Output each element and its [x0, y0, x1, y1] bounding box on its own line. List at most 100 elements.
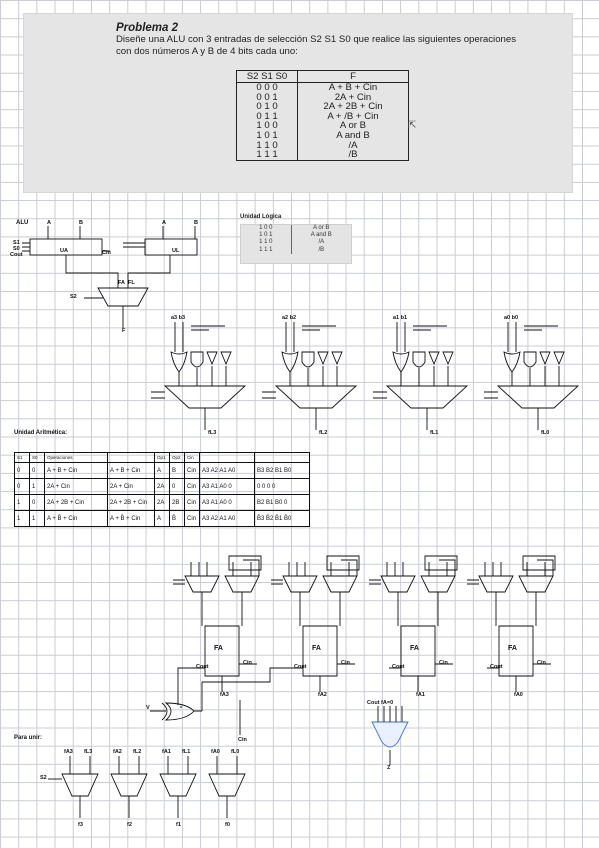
- and-gate: [190, 351, 204, 368]
- mux-fa-label: FA: [118, 280, 126, 286]
- mux-inputs: [288, 559, 358, 576]
- cin0-label: Cin: [537, 660, 546, 666]
- cin-label: Cin: [102, 250, 111, 256]
- mouse-cursor-icon: ⇱: [408, 120, 417, 131]
- alu-side-wires: [22, 242, 145, 252]
- row-op: A + B + Cin: [328, 82, 378, 93]
- problem-photo: Problema 2 Diseñe una ALU con 3 entradas…: [24, 14, 572, 192]
- cout1-label: Cout: [392, 664, 405, 670]
- or-gate: [392, 351, 410, 373]
- logic-slices: [151, 322, 580, 430]
- row-op: A and B: [336, 129, 370, 141]
- zero-gate-body: [371, 721, 409, 748]
- mux-to-fa: [201, 592, 243, 626]
- cin2-label: Cin: [341, 660, 350, 666]
- slice-input-wires: [174, 322, 225, 352]
- table-row: S1 S0 Operaciones Op1 Op2 Cin: [14, 452, 310, 463]
- z-inputs-label: Cout fA=0: [367, 700, 394, 706]
- and-gate: [412, 351, 426, 368]
- cout2-label: Cout: [294, 664, 307, 670]
- table-header-f: F: [297, 70, 409, 83]
- slice-mux-wires: [373, 391, 428, 430]
- row-op: 2A + 2B + Cin: [323, 101, 383, 113]
- cin3-label: Cin: [243, 660, 252, 666]
- logic-out2-label: fL2: [319, 430, 328, 436]
- alu-to-mux-wires: [65, 255, 171, 288]
- problem-title: Problema 2: [116, 22, 178, 34]
- fa-wires: [291, 663, 355, 692]
- fm-out0: f0: [225, 822, 230, 828]
- alu-label: ALU: [16, 220, 29, 226]
- xor-curve: [161, 702, 168, 721]
- arith-unit-label: Unidad Aritmética:: [14, 430, 68, 436]
- final-mux: [110, 773, 148, 797]
- fa1-label: FA: [410, 645, 419, 652]
- mux-select: [369, 579, 381, 585]
- row-sel: 0 0 1: [236, 92, 298, 103]
- fa-wires: [487, 663, 551, 692]
- logic-out3-label: fL3: [208, 430, 217, 436]
- and-gate: [523, 351, 537, 368]
- ua-label: UA: [60, 248, 68, 254]
- fm-b0: fL0: [231, 749, 240, 755]
- input-s1-label: S1: [13, 240, 20, 246]
- fa-out2-label: fA2: [318, 692, 327, 698]
- input-b-label: B: [79, 220, 83, 226]
- mux-to-fa: [397, 592, 439, 626]
- row-sel: 1 1 1: [236, 150, 298, 161]
- input-b2-label: B: [194, 220, 198, 226]
- row-op: A + /B + Cin: [327, 110, 379, 122]
- fm-a3: fA3: [64, 749, 73, 755]
- logic-unit-label: Unidad Lógica: [240, 214, 282, 220]
- slice-input-wires: [396, 322, 447, 352]
- mux-inputs: [190, 559, 260, 576]
- list-item: 1 1 1/B: [241, 246, 351, 254]
- final-mux: [159, 773, 197, 797]
- fm-a1: fA1: [162, 749, 171, 755]
- ul-label: UL: [172, 248, 180, 254]
- xor-gate: [150, 682, 241, 735]
- row-op: A or B: [339, 120, 367, 132]
- cell: B̄3 B̄2 B̄1 B̄0: [254, 510, 310, 527]
- mux-inputs: [386, 559, 456, 576]
- input-s0-label: S0: [13, 246, 20, 252]
- alu-block-sketch: [22, 226, 198, 328]
- alu-input-wires: [47, 226, 196, 239]
- overflow-v-label: V: [146, 705, 150, 711]
- zero-gate-wires: [377, 706, 403, 765]
- fm-out1: f1: [176, 822, 181, 828]
- lu-op: A or B: [313, 225, 330, 231]
- mux-select: [271, 579, 283, 585]
- fa3-label: FA: [214, 645, 223, 652]
- operand-muxes: [282, 575, 358, 593]
- row-sel: 0 0 0: [236, 82, 298, 93]
- lu-op: A and B: [310, 232, 332, 239]
- table-row: 1 0 1 A and B: [236, 129, 409, 141]
- not-gates: [317, 351, 343, 366]
- slice-mux: [274, 385, 358, 409]
- fa-box: [204, 625, 240, 677]
- row-op: 2A + Cin: [334, 91, 372, 103]
- logic-bit2-label: a2 b2: [282, 315, 297, 321]
- fm-b1: fL1: [182, 749, 191, 755]
- row-sel: 1 0 1: [236, 131, 298, 141]
- zero-flag-label: Z: [387, 765, 391, 771]
- lu-op: /B: [318, 246, 325, 253]
- lu-sel: 1 1 0: [241, 239, 292, 247]
- mux-inputs: [484, 559, 554, 576]
- and-gate: [301, 351, 315, 368]
- fa2-label: FA: [312, 645, 321, 652]
- lu-sel: 1 1 1: [241, 246, 292, 254]
- final-mux: [208, 773, 246, 797]
- join-label: Para unir:: [14, 735, 43, 741]
- slice-mux: [163, 385, 247, 409]
- list-item: 1 1 0/A: [241, 239, 351, 247]
- operand-muxes: [380, 575, 456, 593]
